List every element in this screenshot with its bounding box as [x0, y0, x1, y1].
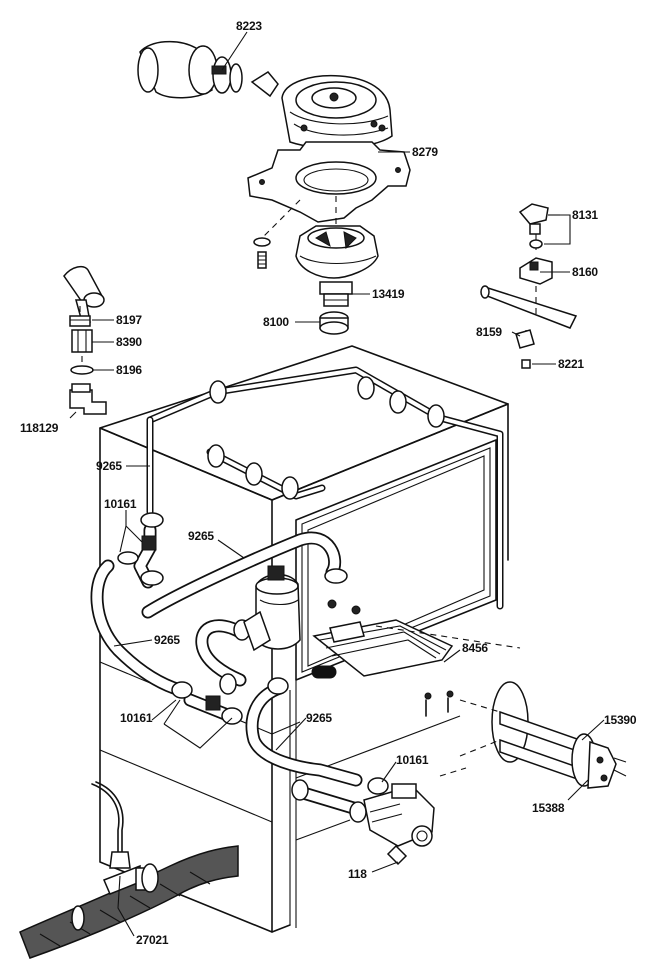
callout-15388: 15388	[532, 801, 565, 815]
callout-8131: 8131	[572, 208, 598, 222]
callout-118: 118	[348, 867, 367, 881]
leader-lines	[69, 31, 605, 937]
callout-9265-b: 9265	[188, 529, 214, 543]
callout-labels: 8223 8279 8131 8160 13419 8100 8197 8390…	[20, 19, 637, 947]
callout-8223: 8223	[236, 19, 262, 33]
callout-9265-c: 9265	[154, 633, 180, 647]
cabinet-housing	[99, 345, 509, 933]
callout-13419: 13419	[372, 287, 405, 301]
hose-clamps	[117, 376, 445, 823]
pump-assembly	[137, 40, 411, 335]
callout-10161-c: 10161	[396, 753, 429, 767]
callout-9265-a: 9265	[96, 459, 122, 473]
callout-8197: 8197	[116, 313, 142, 327]
callout-8221: 8221	[558, 357, 584, 371]
float-switch-assembly	[480, 203, 578, 369]
callout-8456: 8456	[462, 641, 488, 655]
inlet-fitting-stack	[63, 265, 107, 415]
callout-8100: 8100	[263, 315, 289, 329]
callout-15390: 15390	[604, 713, 637, 727]
callout-27021: 27021	[136, 933, 169, 947]
heater-element	[312, 619, 521, 717]
circulation-pump	[243, 565, 361, 652]
callout-8390: 8390	[116, 335, 142, 349]
drain-hose	[19, 781, 239, 959]
callout-8196: 8196	[116, 363, 142, 377]
callout-10161-b: 10161	[120, 711, 153, 725]
callout-8279: 8279	[412, 145, 438, 159]
heater-assembly-15390	[459, 681, 627, 789]
callout-8160: 8160	[572, 265, 598, 279]
water-valve	[363, 767, 467, 866]
hose-routing	[90, 366, 504, 817]
callout-9265-d: 9265	[306, 711, 332, 725]
callout-118129: 118129	[20, 421, 59, 435]
callout-10161-a: 10161	[104, 497, 137, 511]
callout-8159: 8159	[476, 325, 502, 339]
